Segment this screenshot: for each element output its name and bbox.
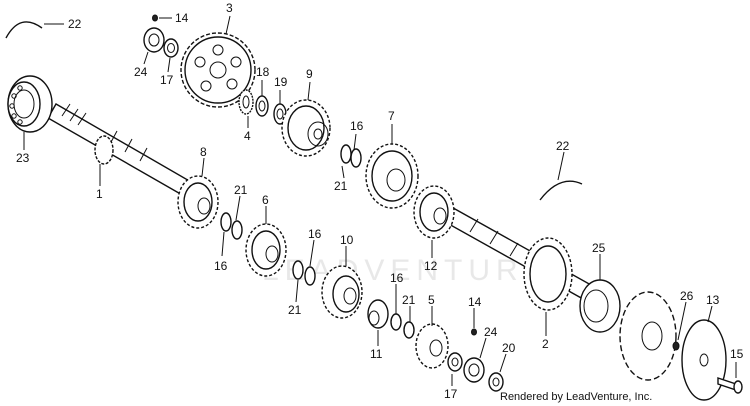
circlip-21-lower[interactable] bbox=[292, 260, 304, 280]
gear-2[interactable] bbox=[523, 237, 573, 311]
gear-9[interactable] bbox=[281, 99, 331, 157]
callout-24-top[interactable]: 24 bbox=[134, 65, 148, 79]
set-ring-22-left[interactable] bbox=[5, 21, 43, 39]
watermark: LEADVENTURE bbox=[262, 254, 550, 287]
callout-9[interactable]: 9 bbox=[306, 67, 313, 81]
bearing-23[interactable] bbox=[7, 75, 53, 133]
gear-3[interactable] bbox=[180, 32, 256, 108]
callout-19[interactable]: 19 bbox=[274, 75, 288, 89]
bushing-24-top[interactable] bbox=[143, 27, 165, 53]
callout-22-right[interactable]: 22 bbox=[556, 139, 570, 153]
callout-16-lower[interactable]: 16 bbox=[308, 227, 322, 241]
callout-16-left[interactable]: 16 bbox=[214, 259, 228, 273]
pin-14-bottom[interactable] bbox=[471, 328, 477, 336]
gear-12[interactable] bbox=[413, 185, 455, 239]
washer-17-top[interactable] bbox=[163, 38, 179, 58]
bushing-24-bottom[interactable] bbox=[463, 357, 485, 383]
oil-seal-25[interactable] bbox=[579, 279, 621, 333]
callout-20[interactable]: 20 bbox=[502, 341, 516, 355]
washer-20[interactable] bbox=[488, 372, 504, 392]
callout-14-bottom[interactable]: 14 bbox=[468, 295, 482, 309]
pin-14-top[interactable] bbox=[152, 14, 158, 22]
callout-18[interactable]: 18 bbox=[256, 65, 270, 79]
callout-3[interactable]: 3 bbox=[226, 1, 233, 15]
main-shaft-gear[interactable] bbox=[94, 135, 114, 165]
circlip-21-upper[interactable] bbox=[350, 148, 362, 168]
washer-16-left[interactable] bbox=[231, 220, 243, 240]
washer-18[interactable] bbox=[255, 95, 269, 117]
callout-17-top[interactable]: 17 bbox=[160, 73, 174, 87]
callout-2[interactable]: 2 bbox=[542, 337, 549, 351]
credit-text: Rendered by LeadVenture, Inc. bbox=[500, 391, 652, 403]
callout-22-left[interactable]: 22 bbox=[68, 17, 82, 31]
callout-21-upper[interactable]: 21 bbox=[334, 179, 348, 193]
gear-5[interactable] bbox=[415, 323, 449, 369]
gear-10[interactable] bbox=[321, 265, 363, 319]
gear-7[interactable] bbox=[365, 143, 419, 209]
washer-16-lower-right[interactable] bbox=[390, 313, 402, 331]
leader-lines bbox=[23, 15, 737, 386]
callout-16-upper[interactable]: 16 bbox=[350, 119, 364, 133]
callout-10[interactable]: 10 bbox=[340, 233, 354, 247]
callout-17-bottom[interactable]: 17 bbox=[444, 387, 458, 401]
callout-21-left[interactable]: 21 bbox=[234, 183, 248, 197]
callout-11[interactable]: 11 bbox=[370, 347, 383, 361]
callout-12[interactable]: 12 bbox=[424, 259, 438, 273]
callout-23[interactable]: 23 bbox=[16, 151, 30, 165]
callouts: 22 14 3 24 17 18 19 9 4 23 1 8 21 16 6 1… bbox=[16, 1, 744, 401]
gear-8[interactable] bbox=[177, 175, 219, 229]
washer-17-bottom[interactable] bbox=[447, 352, 463, 372]
callout-15[interactable]: 15 bbox=[730, 347, 744, 361]
washer-16-lower[interactable] bbox=[304, 266, 316, 286]
circlip-21-lower-right[interactable] bbox=[403, 321, 415, 339]
callout-7[interactable]: 7 bbox=[388, 109, 395, 123]
callout-8[interactable]: 8 bbox=[200, 145, 207, 159]
callout-25[interactable]: 25 bbox=[592, 241, 606, 255]
callout-24-bottom[interactable]: 24 bbox=[484, 325, 498, 339]
circlip-21-left[interactable] bbox=[220, 212, 232, 232]
callout-26[interactable]: 26 bbox=[680, 289, 694, 303]
callout-13[interactable]: 13 bbox=[706, 293, 720, 307]
callout-16-lower-right[interactable]: 16 bbox=[390, 271, 404, 285]
drive-sprocket[interactable] bbox=[619, 291, 677, 381]
washer-16-upper[interactable] bbox=[340, 144, 352, 164]
set-ring-22-right[interactable] bbox=[539, 180, 583, 201]
sprocket-cover-13[interactable] bbox=[681, 319, 727, 401]
callout-21-lower[interactable]: 21 bbox=[288, 303, 302, 317]
washer-26[interactable] bbox=[672, 341, 680, 351]
callout-1[interactable]: 1 bbox=[96, 187, 103, 201]
bushing-11[interactable] bbox=[367, 299, 389, 329]
bolt-15[interactable] bbox=[717, 377, 743, 394]
gear-6[interactable] bbox=[245, 223, 287, 277]
bearing-4[interactable] bbox=[238, 89, 254, 115]
callout-5[interactable]: 5 bbox=[428, 293, 435, 307]
callout-21-lower-right[interactable]: 21 bbox=[402, 293, 416, 307]
callout-4[interactable]: 4 bbox=[244, 129, 251, 143]
callout-6[interactable]: 6 bbox=[262, 193, 269, 207]
callout-14-top[interactable]: 14 bbox=[175, 11, 189, 25]
